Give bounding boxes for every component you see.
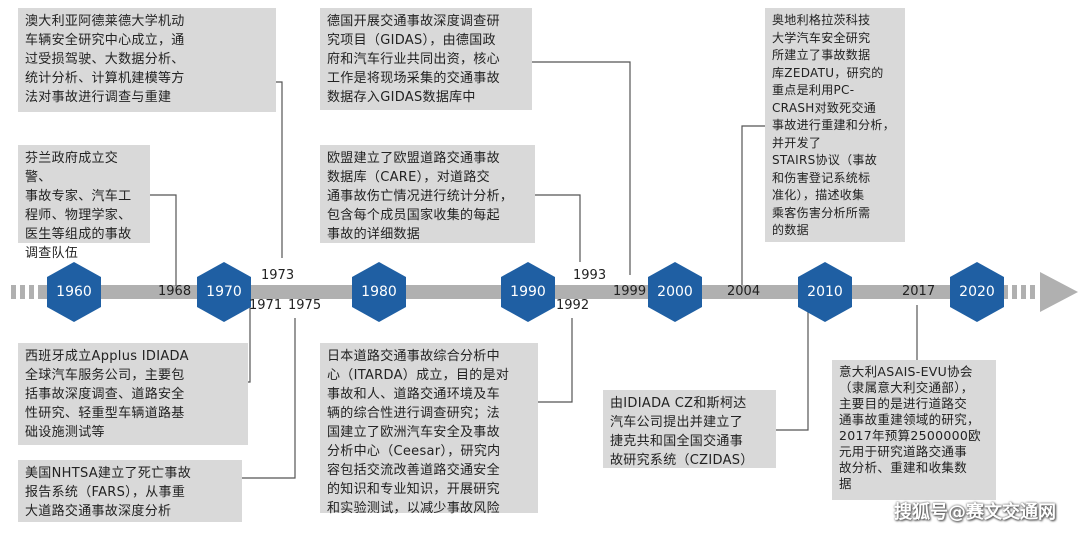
hexagon-1970 bbox=[197, 262, 251, 322]
connector-1973 bbox=[276, 81, 283, 258]
connector-1993 bbox=[535, 194, 581, 262]
hexagon-2010 bbox=[798, 262, 852, 322]
event-box-1968: 芬兰政府成立交警、 事故专家、汽车工 程师、物理学家、 医生等组成的事故 调查队… bbox=[18, 145, 150, 261]
decade-hexagons bbox=[47, 262, 1004, 322]
connector-1999 bbox=[532, 61, 631, 275]
decade-label-2020: 2020 bbox=[959, 284, 995, 300]
connector-1975 bbox=[242, 318, 296, 479]
year-label-1992: 1992 bbox=[556, 298, 590, 313]
year-label-1993: 1993 bbox=[573, 268, 607, 283]
hexagon-1990 bbox=[501, 262, 555, 322]
decade-label-2000: 2000 bbox=[657, 284, 693, 300]
decade-label-1960: 1960 bbox=[56, 284, 92, 300]
event-box-1971: 西班牙成立Applus IDIADA 全球汽车服务公司，主要包 括事故深度调查、… bbox=[18, 343, 248, 445]
connector-1968 bbox=[150, 194, 177, 286]
year-label-1971: 1971 bbox=[249, 298, 283, 313]
event-box-1992: 日本道路交通事故综合分析中 心（ITARDA）成立，目的是对 事故和人、道路交通… bbox=[320, 343, 538, 516]
connector-2004 bbox=[741, 125, 765, 285]
event-box-1999: 德国开展交通事故深度调查研 究项目（GIDAS），由德国政 府和汽车行业共同出资… bbox=[320, 8, 532, 110]
event-box-2017: 意大利ASAIS-EVU协会 （隶属意大利交通部）， 主要目的是进行道路交 通事… bbox=[832, 360, 996, 500]
connector-1992 bbox=[538, 318, 573, 403]
decade-label-2010: 2010 bbox=[807, 284, 843, 300]
event-box-1993: 欧盟建立了欧盟道路交通事故 数据库（CARE），对道路交 通事故伤亡情况进行统计… bbox=[320, 145, 535, 243]
year-label-1968: 1968 bbox=[158, 284, 192, 299]
year-label-2017: 2017 bbox=[902, 284, 936, 299]
event-box-2006: 由IDIADA CZ和斯柯达 汽车公司提出并建立了 捷克共和国全国交通事 故研究… bbox=[603, 390, 776, 468]
watermark: 搜狐号@赛文交通网 bbox=[894, 502, 1056, 523]
hexagon-2020 bbox=[950, 262, 1004, 322]
connector-2006 bbox=[776, 299, 809, 431]
event-box-2004: 奥地利格拉茨科技 大学汽车安全研究 所建立了事故数据 库ZEDATU，研究的 重… bbox=[765, 8, 905, 242]
year-label-1975: 1975 bbox=[288, 298, 322, 313]
axis-arrowhead bbox=[1040, 272, 1078, 312]
year-label-1999: 1999 bbox=[613, 284, 647, 299]
decade-label-1990: 1990 bbox=[510, 284, 546, 300]
hexagon-2000 bbox=[648, 262, 702, 322]
event-box-1973: 澳大利亚阿德莱德大学机动 车辆安全研究中心成立，通 过受损驾驶、大数据分析、 统… bbox=[18, 8, 276, 112]
event-box-1975: 美国NHTSA建立了死亡事故 报告系统（FARS），从事重 大道路交通事故深度分… bbox=[18, 460, 242, 522]
connector-lines bbox=[150, 61, 918, 479]
hexagon-1960 bbox=[47, 262, 101, 322]
decade-label-1970: 1970 bbox=[206, 284, 242, 300]
connector-1971 bbox=[248, 299, 251, 383]
year-label-2004: 2004 bbox=[727, 284, 761, 299]
decade-label-1980: 1980 bbox=[361, 284, 397, 300]
year-label-1973: 1973 bbox=[261, 268, 295, 283]
hexagon-1980 bbox=[352, 262, 406, 322]
